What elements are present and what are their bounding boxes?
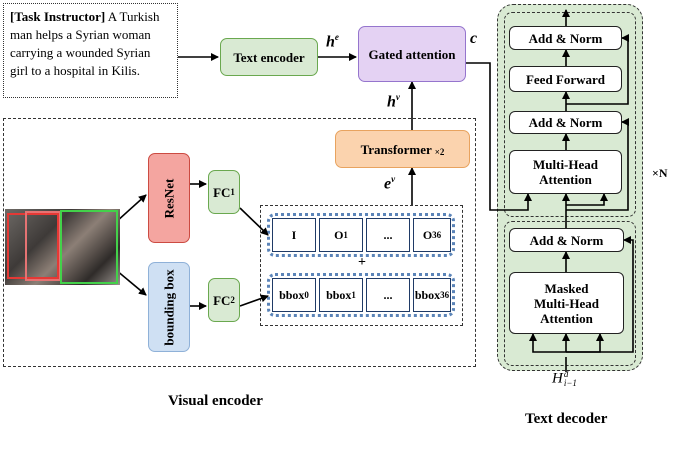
- symbol-e-v-sup: v: [391, 174, 396, 184]
- symbol-H-d-sup: d: [563, 369, 569, 379]
- token-object-36-label: O: [422, 227, 433, 242]
- bounding-box-label: bounding box: [161, 268, 177, 346]
- detection-box-red-2: [25, 211, 61, 281]
- symbol-times-n: ×N: [652, 166, 668, 180]
- token-outer-frame: [260, 205, 463, 326]
- arrow-fc2-to-row2: [239, 294, 269, 307]
- fc2-sub: 2: [230, 294, 235, 305]
- symbol-h-e-base: h: [326, 33, 335, 51]
- token-object-1-sub: 1: [343, 229, 348, 240]
- arrow-image-to-resnet: [115, 194, 147, 223]
- detection-box-green: [60, 210, 118, 284]
- gated-attention-box: Gated attention: [358, 26, 466, 82]
- token-image-label: I: [291, 227, 297, 242]
- token-ellipsis-1-label: ...: [383, 227, 393, 242]
- symbol-h-v: hv: [387, 92, 400, 111]
- caption-visual-encoder: Visual encoder: [168, 393, 263, 409]
- symbol-h-e-sup: e: [334, 32, 339, 42]
- arrow-input-left: [529, 333, 566, 353]
- text-encoder-box: Text encoder: [220, 38, 318, 76]
- symbol-c: c: [470, 30, 478, 47]
- token-ellipsis-2-label: ...: [383, 287, 393, 302]
- arrow-residual-1: [566, 236, 634, 353]
- detection-box-red: [7, 213, 59, 279]
- token-ellipsis-1: ...: [366, 218, 410, 252]
- resnet-box: ResNet: [148, 153, 190, 243]
- arrow-c-to-decoder: [465, 62, 532, 211]
- fc1-sub: 1: [230, 186, 235, 197]
- transformer-multiplier: ×2: [434, 146, 445, 157]
- symbol-h-v-base: h: [387, 93, 396, 111]
- token-image: I: [272, 218, 316, 252]
- decoder-add-norm-top: Add & Norm: [509, 26, 622, 50]
- decoder-add-norm-middle: Add & Norm: [509, 111, 622, 134]
- fc2-label: FC: [213, 292, 231, 308]
- input-image: [5, 209, 120, 285]
- task-instructor-tag: [Task Instructor]: [10, 9, 106, 24]
- symbol-h-e: he: [326, 32, 339, 51]
- arrow-fc1-to-row1: [239, 207, 269, 236]
- bounding-box-box: bounding box: [148, 262, 190, 352]
- arrow-residual-2: [566, 118, 629, 211]
- decoder-multi-head-attention: Multi-Head Attention: [509, 150, 622, 194]
- arrow-input-right: [566, 333, 604, 353]
- transformer-box: Transformer ×2: [335, 130, 470, 168]
- token-object-36-sub: 36: [432, 229, 442, 240]
- decoder-add-norm-bottom: Add & Norm: [509, 228, 624, 252]
- token-bbox-1-sub: 1: [351, 289, 356, 300]
- token-bbox-36-label: bbox: [414, 287, 441, 302]
- decoder-feed-forward: Feed Forward: [509, 66, 622, 92]
- symbol-e-v: ev: [384, 174, 395, 193]
- token-bbox-36-sub: 36: [440, 289, 450, 300]
- task-instructor-box: [Task Instructor] A Turkish man helps a …: [3, 3, 178, 98]
- symbol-e-v-base: e: [384, 175, 392, 193]
- arrow-residual-3: [566, 34, 629, 105]
- caption-text-decoder: Text decoder: [525, 411, 608, 427]
- decoder-masked-multi-head-attention: Masked Multi-Head Attention: [509, 272, 624, 334]
- token-ellipsis-2: ...: [366, 278, 410, 312]
- arrow-image-to-bbox: [115, 269, 147, 296]
- token-bbox-0-label: bbox: [279, 287, 305, 302]
- plus-sign: +: [358, 255, 366, 270]
- symbol-H-d-sub: i−1: [563, 378, 577, 388]
- token-bbox-1-label: bbox: [326, 287, 352, 302]
- decoder-upper-region: [504, 12, 636, 217]
- symbol-H-d-base: H: [552, 370, 563, 387]
- symbol-h-v-sup: v: [395, 92, 400, 102]
- resnet-label: ResNet: [161, 178, 177, 218]
- token-object-1-label: O: [334, 227, 344, 242]
- visual-encoder-region: [3, 118, 476, 367]
- arrow-addnorm-to-mha-right: [566, 193, 608, 206]
- transformer-label: Transformer: [360, 141, 432, 157]
- fc1-label: FC: [213, 184, 231, 200]
- decoder-lower-region: [504, 221, 636, 366]
- token-bbox-0-sub: 0: [304, 289, 309, 300]
- task-instructor-text: A Turkish man helps a Syrian woman carry…: [10, 9, 160, 78]
